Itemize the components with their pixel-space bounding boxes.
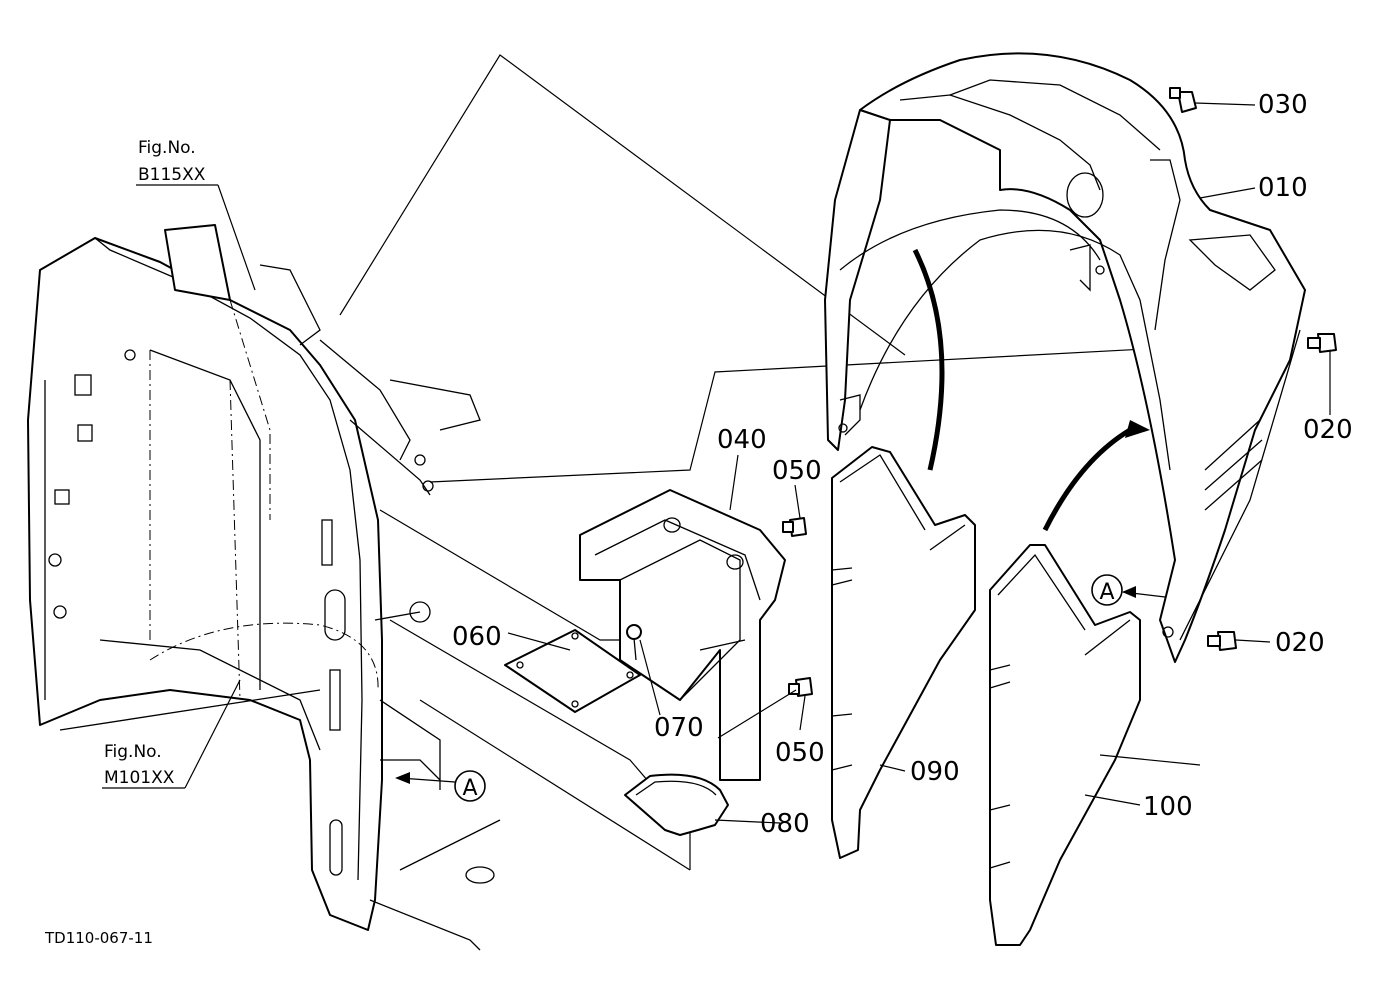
label-030: 030 — [1258, 90, 1308, 120]
fig-ref-1: B115XX — [138, 165, 206, 185]
bolt-030 — [1169, 87, 1197, 113]
label-070: 070 — [654, 713, 704, 743]
label-010: 010 — [1258, 173, 1308, 203]
label-080: 080 — [760, 809, 810, 839]
label-050-upper: 050 — [772, 456, 822, 486]
bolt-020-upper — [1307, 333, 1337, 353]
view-marker-a-right: A — [1091, 574, 1166, 606]
svg-text:A: A — [1099, 580, 1114, 605]
drawing-code: TD110-067-11 — [44, 929, 153, 947]
bolt-020-lower — [1207, 631, 1237, 651]
figure-reference-m101xx: Fig.No. M101XX — [102, 679, 241, 789]
bolt-050-upper — [782, 517, 807, 537]
part-070-screw — [626, 624, 642, 661]
motion-arrows — [912, 248, 1150, 532]
view-marker-a-left: A — [395, 770, 486, 802]
bolt-050-lower — [788, 677, 813, 697]
machine-frame — [27, 224, 501, 951]
label-020-lower: 020 — [1275, 628, 1325, 658]
part-080-pad — [624, 773, 729, 836]
label-090: 090 — [910, 757, 960, 787]
fig-label-1: Fig.No. — [138, 138, 196, 158]
part-060-plate — [504, 629, 641, 713]
label-020-upper: 020 — [1303, 415, 1353, 445]
label-leaders — [507, 102, 1331, 824]
part-010-cover — [824, 52, 1306, 663]
part-labels: 030 010 020 020 040 050 050 060 070 080 … — [452, 90, 1353, 839]
fig-label-2: Fig.No. — [104, 742, 162, 762]
label-060: 060 — [452, 622, 502, 652]
label-050-lower: 050 — [775, 738, 825, 768]
svg-text:A: A — [462, 776, 477, 801]
figure-reference-b115xx: Fig.No. B115XX — [136, 138, 256, 291]
part-040-bracket — [579, 489, 786, 781]
fig-ref-2: M101XX — [104, 768, 175, 788]
label-040: 040 — [717, 425, 767, 455]
part-100-foam — [989, 544, 1141, 946]
part-090-foam — [831, 446, 976, 859]
label-100: 100 — [1143, 792, 1193, 822]
